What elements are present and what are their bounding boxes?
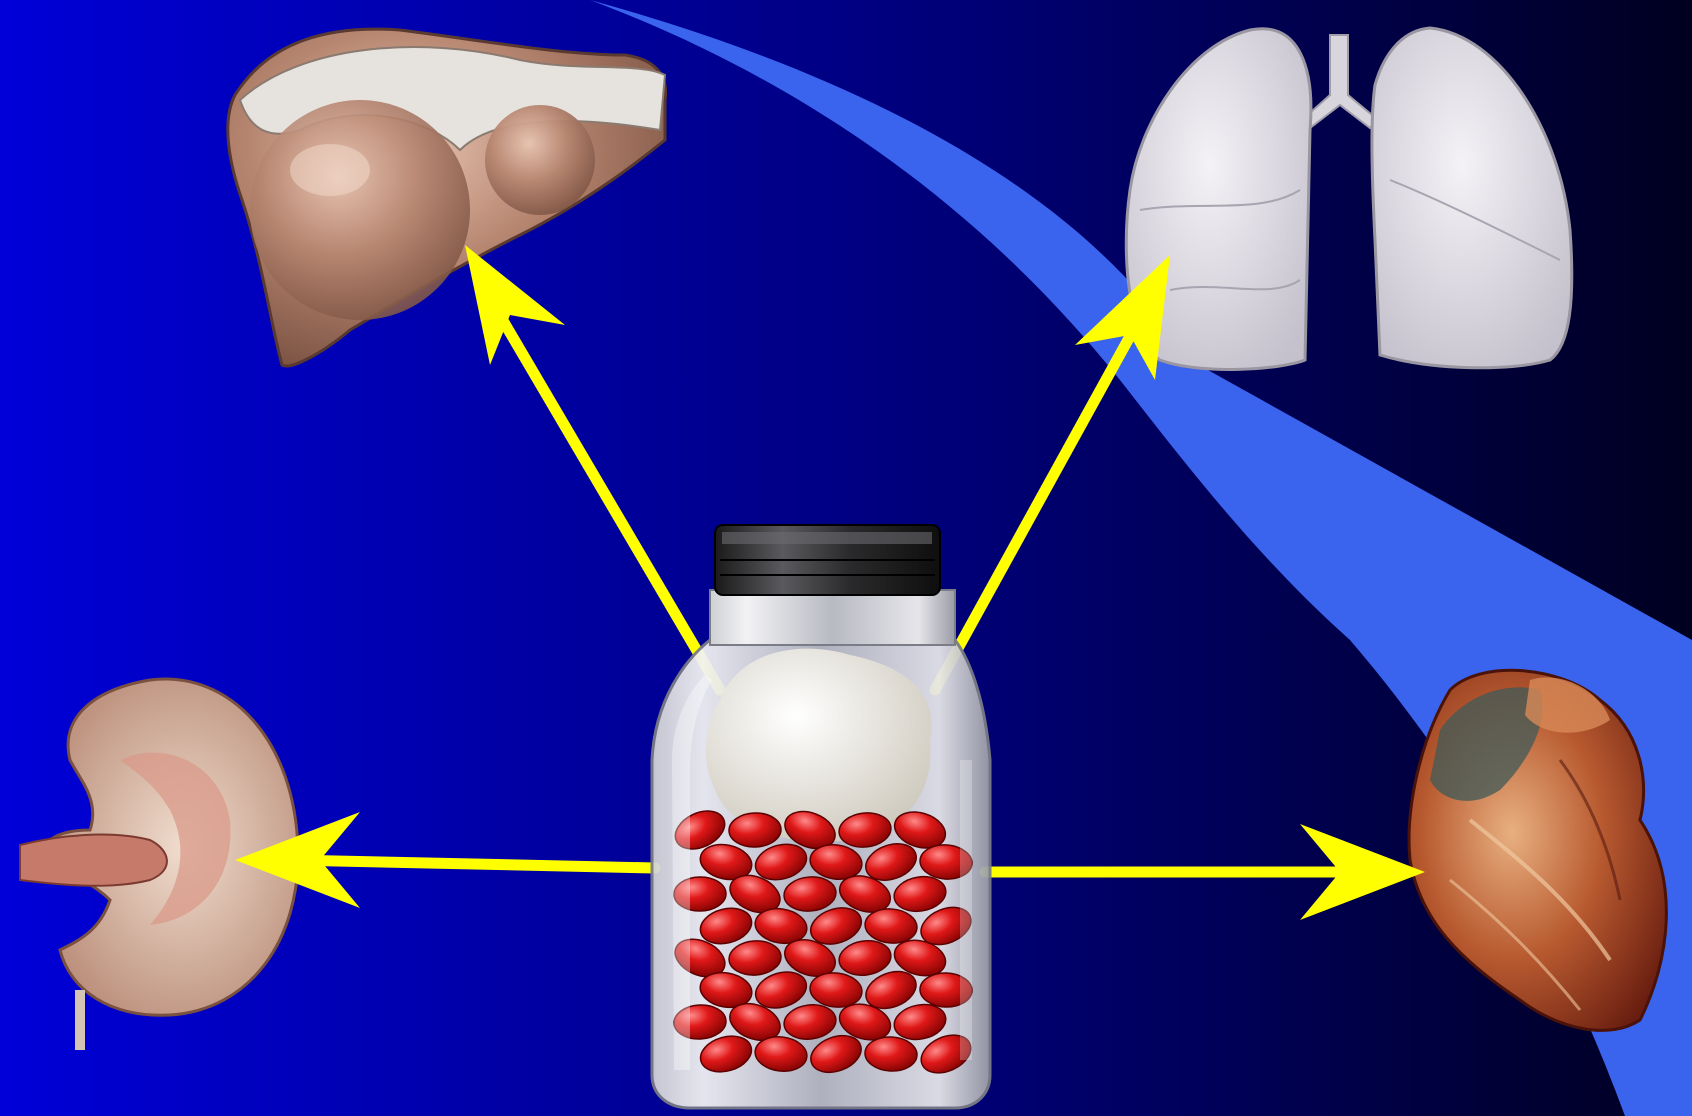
cotton-ball [706, 649, 932, 842]
